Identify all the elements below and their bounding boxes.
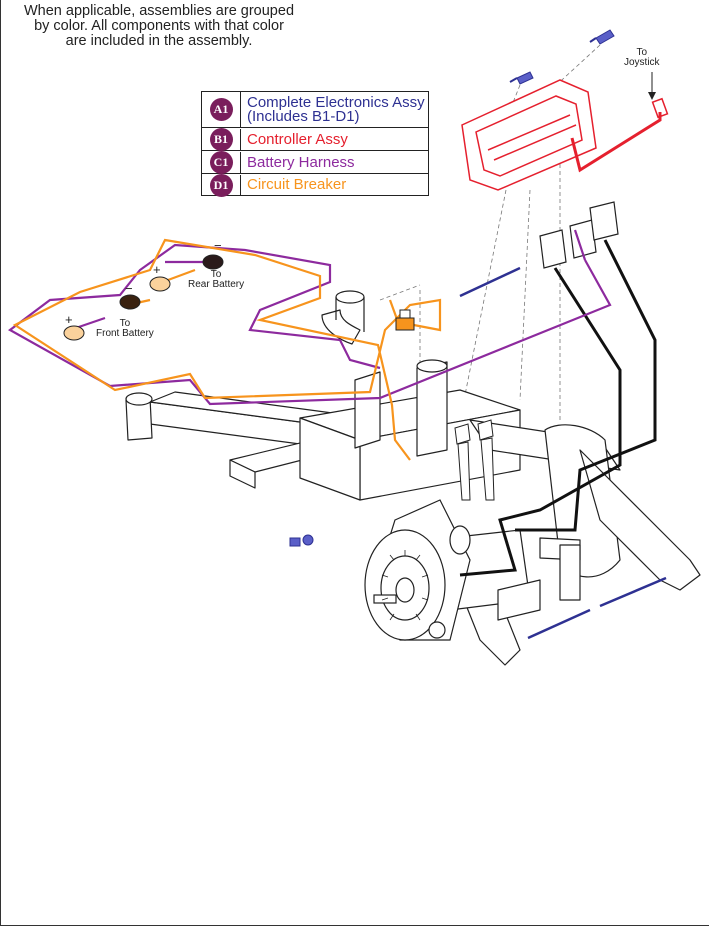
legend-badge-d1: D1 — [209, 173, 233, 197]
legend-row-a1[interactable]: A1 Complete Electronics Assy (Includes B… — [202, 92, 428, 128]
note-line-3: are included in the assembly. — [65, 33, 253, 49]
legend-row-c1[interactable]: C1 Battery Harness — [202, 151, 428, 174]
rear-plus-sign: + — [153, 262, 161, 277]
fastener-hardware — [289, 29, 667, 640]
controller-cable — [570, 112, 662, 173]
assembly-note: When applicable, assemblies are grouped … — [0, 4, 318, 49]
rear-battery-callout: To Rear Battery — [188, 270, 244, 290]
motor-assembly — [364, 499, 471, 641]
joystick-callout-to: To — [636, 47, 648, 58]
note-line-1: When applicable, assemblies are grouped — [23, 3, 295, 19]
joystick-arrowhead — [648, 92, 656, 100]
chassis-connectors — [454, 419, 495, 501]
front-battery-callout-to: To — [119, 318, 131, 329]
legend-badge-b1: B1 — [209, 128, 233, 151]
legend-badge-a1: A1 — [209, 98, 233, 121]
joystick-callout: To Joystick — [624, 48, 660, 68]
rear-battery-callout-name: Rear Battery — [188, 279, 245, 290]
front-minus-sign: − — [125, 281, 133, 296]
front-battery-callout-name: Front Battery — [96, 328, 154, 339]
legend-label-a1-line1: Complete Electronics Assy — [247, 93, 425, 111]
battery-harness — [7, 229, 612, 406]
legend-label-d1: Circuit Breaker — [247, 176, 347, 193]
front-plus-sign: + — [65, 312, 73, 327]
controller-plugs — [539, 201, 619, 269]
front-battery-callout: To Front Battery — [96, 319, 154, 339]
legend-label-b1: Controller Assy — [247, 130, 348, 148]
legend-row-d1[interactable]: D1 Circuit Breaker — [202, 173, 428, 197]
motor-cables — [459, 239, 657, 577]
legend-row-b1[interactable]: B1 Controller Assy — [202, 128, 428, 151]
rear-battery-callout-to: To — [210, 269, 222, 280]
breaker-switch — [395, 309, 415, 331]
battery-terminals — [63, 254, 224, 341]
motor-fins — [381, 550, 429, 621]
legend-label-a1-line2: (Includes B1-D1) — [247, 107, 360, 125]
controller-assy — [461, 79, 669, 191]
assembly-legend: A1 Complete Electronics Assy (Includes B… — [201, 91, 429, 197]
joystick-callout-name: Joystick — [624, 57, 660, 68]
legend-badge-c1: C1 — [209, 151, 233, 174]
note-line-2: by color. All components with that color — [34, 18, 284, 34]
legend-label-c1: Battery Harness — [247, 153, 355, 171]
rear-minus-sign: − — [214, 238, 222, 253]
